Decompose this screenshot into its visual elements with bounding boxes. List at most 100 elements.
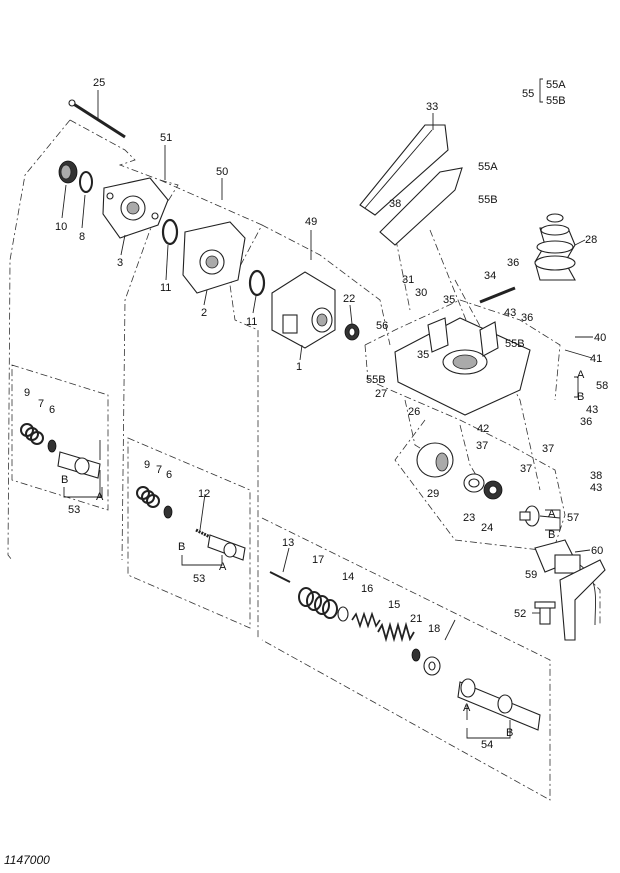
part-24-retainer (483, 480, 503, 500)
label-a-53a: A (96, 491, 104, 503)
leader-lines (61, 90, 593, 733)
label-22: 22 (343, 293, 355, 305)
part-3-housing (102, 177, 169, 239)
label-42: 42 (477, 423, 489, 435)
label-2: 2 (201, 307, 207, 319)
label-7b: 7 (156, 464, 162, 476)
label-14: 14 (342, 571, 354, 583)
label-52: 52 (514, 608, 526, 620)
label-26: 26 (408, 406, 420, 418)
part-11-oring-b (248, 269, 266, 297)
part-8-oring (79, 171, 93, 193)
label-34: 34 (484, 270, 496, 282)
label-b-57: B (548, 529, 555, 541)
legend-item-55b: 55B (546, 95, 566, 107)
part-15-spring (377, 621, 415, 643)
part-28-boot (534, 213, 576, 281)
label-9b: 9 (144, 459, 150, 471)
label-10: 10 (55, 221, 67, 233)
label-8: 8 (79, 231, 85, 243)
label-38-top: 38 (389, 198, 401, 210)
brackets (63, 78, 579, 739)
label-53a: 53 (68, 504, 80, 516)
label-a-57: A (548, 508, 556, 520)
part-23-ring (463, 473, 485, 493)
label-b-54: B (506, 727, 513, 739)
label-35a: 35 (443, 294, 455, 306)
label-38b: 38 (590, 470, 602, 482)
legend: 55 55A 55B (522, 79, 566, 107)
part-53-spool-b (207, 534, 246, 561)
label-59: 59 (525, 569, 537, 581)
part-57-fitting (519, 505, 540, 527)
label-29: 29 (427, 488, 439, 500)
part-10-plug (58, 160, 78, 184)
label-16: 16 (361, 583, 373, 595)
part-18-washer (423, 656, 441, 676)
part-59-switch (534, 539, 597, 626)
label-55b-mid: 55B (505, 338, 525, 350)
label-57: 57 (567, 512, 579, 524)
label-31: 31 (402, 274, 414, 286)
label-7a: 7 (38, 398, 44, 410)
part-29-ball (416, 442, 454, 478)
label-37b: 37 (542, 443, 554, 455)
part-56-pedal-base (394, 317, 531, 416)
part-9-spring-b (136, 486, 160, 508)
label-37a: 37 (476, 440, 488, 452)
label-27: 27 (375, 388, 387, 400)
label-11a: 11 (160, 282, 171, 294)
label-11b: 11 (246, 316, 257, 328)
part-13-pin (269, 571, 291, 583)
label-35b: 35 (417, 349, 429, 361)
label-12: 12 (198, 488, 210, 500)
part-1-valve-body (271, 271, 336, 349)
label-49: 49 (305, 216, 317, 228)
part-9-spring-a (20, 423, 44, 445)
label-43b: 43 (586, 404, 598, 416)
part-11-oring-a (161, 218, 179, 246)
part-14-retainer (337, 606, 349, 622)
label-b-53b: B (178, 541, 185, 553)
label-1: 1 (296, 361, 302, 373)
label-33: 33 (426, 101, 438, 113)
part-60-bracket (559, 559, 606, 641)
label-3: 3 (117, 257, 123, 269)
part-6-washer-b (163, 505, 173, 519)
diagram-id: 1147000 (4, 853, 50, 867)
label-36a: 36 (507, 257, 519, 269)
part-17-spring (298, 587, 338, 619)
label-40: 40 (594, 332, 606, 344)
label-b-58: B (577, 391, 584, 403)
part-53-spool-a (57, 451, 101, 479)
legend-item-55a: 55A (546, 79, 566, 91)
part-55a-pedal-arm (379, 167, 463, 246)
label-9a: 9 (24, 387, 30, 399)
label-54: 54 (481, 739, 493, 751)
label-55b-top: 55B (478, 194, 498, 206)
label-b-53a: B (61, 474, 68, 486)
label-55b-left: 55B (366, 374, 386, 386)
legend-ref: 55 (522, 88, 534, 100)
label-28: 28 (585, 234, 597, 246)
label-21: 21 (410, 613, 422, 625)
part-54-spool (457, 678, 541, 731)
label-30: 30 (415, 287, 427, 299)
label-60: 60 (591, 545, 603, 557)
label-15: 15 (388, 599, 400, 611)
assembly-outlines (7, 119, 601, 801)
part-16-spring (351, 611, 381, 629)
label-18: 18 (428, 623, 440, 635)
part-33-pedal-pad (359, 124, 449, 216)
label-17: 17 (312, 554, 324, 566)
label-6b: 6 (166, 469, 172, 481)
label-13: 13 (282, 537, 294, 549)
label-36c: 36 (580, 416, 592, 428)
label-50: 50 (216, 166, 228, 178)
label-24: 24 (481, 522, 493, 534)
label-a-53b: A (219, 561, 227, 573)
label-55a-top: 55A (478, 161, 498, 173)
label-a-54: A (463, 702, 471, 714)
part-25-bolt (68, 99, 126, 139)
